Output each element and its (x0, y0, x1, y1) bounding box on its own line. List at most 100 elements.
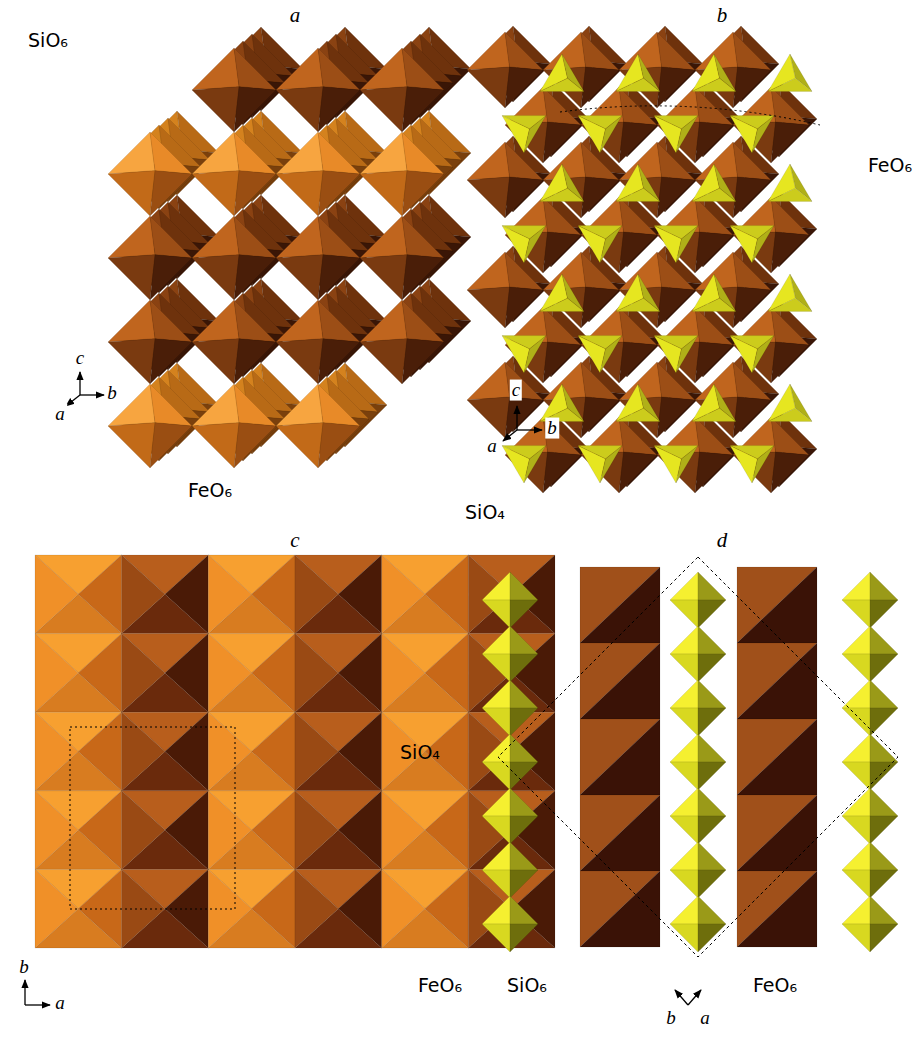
sio4-tetrahedron (482, 654, 510, 682)
sio4-tetrahedron (870, 626, 898, 654)
sio4-tetrahedron (698, 762, 726, 790)
sio4-tetrahedron (670, 788, 698, 816)
polyhedron-label: SiO₄ (465, 502, 505, 523)
feo6-octahedron (192, 300, 239, 342)
sio4-tetrahedron (870, 654, 898, 682)
sio4-tetrahedron (482, 762, 510, 790)
panel-letter: d (717, 529, 728, 552)
sio4-tetrahedron (870, 734, 898, 762)
feo6-octahedron (695, 87, 733, 125)
sio4-tetrahedron (870, 572, 898, 600)
unit-cell-outline (498, 557, 898, 957)
sio6-octahedron (108, 132, 155, 174)
sio4-tetrahedron (510, 924, 538, 952)
sio4-tetrahedron (670, 870, 698, 898)
feo6-octahedron (771, 197, 809, 235)
sio4-tetrahedron (698, 572, 726, 600)
polyhedron-label: SiO₆ (507, 975, 547, 996)
sio4-tetrahedron (768, 298, 812, 311)
sio6-octahedron (35, 634, 78, 713)
feo6-octahedron (580, 871, 660, 947)
panel-letter: b (717, 4, 728, 27)
sio6-octahedron (318, 132, 360, 174)
feo6-octahedron (580, 567, 660, 643)
feo6-octahedron (467, 397, 510, 438)
sio4-tetrahedron (870, 600, 898, 628)
feo6-octahedron (192, 255, 239, 300)
feo6-octahedron (318, 87, 360, 132)
feo6-octahedron (150, 339, 192, 384)
feo6-octahedron (318, 255, 360, 300)
feo6-octahedron (276, 300, 323, 342)
sio4-tetrahedron (670, 654, 698, 682)
feo6-octahedron (318, 300, 360, 342)
sio4-tetrahedron (698, 896, 726, 924)
sio4-tetrahedron (670, 842, 698, 870)
feo6-octahedron (150, 300, 192, 342)
sio4-tetrahedron (692, 78, 736, 91)
panel-d-structure (482, 557, 898, 957)
axis-label: b (664, 1008, 678, 1029)
feo6-octahedron (467, 362, 510, 400)
feo6-octahedron (737, 871, 817, 947)
sio4-tetrahedron (842, 788, 870, 816)
feo6-octahedron (402, 255, 444, 300)
feo6-octahedron (295, 712, 338, 791)
sio4-tetrahedron (654, 226, 698, 239)
feo6-octahedron (737, 567, 817, 643)
axis-arrow (503, 430, 517, 441)
feo6-octahedron (771, 232, 809, 273)
polyhedron-label: FeO₆ (868, 155, 912, 176)
feo6-octahedron (276, 339, 323, 384)
sio4-tetrahedron (482, 572, 510, 600)
sio4-tetrahedron (842, 734, 870, 762)
axis-arrow (80, 394, 104, 395)
sio6-octahedron (382, 634, 425, 713)
feo6-octahedron (276, 48, 323, 90)
sio4-tetrahedron (578, 226, 622, 239)
sio4-tetrahedron (698, 680, 726, 708)
panel-a-structure (108, 27, 471, 468)
sio4-tetrahedron (482, 816, 510, 844)
sio4-tetrahedron (698, 788, 726, 816)
sio4-tetrahedron (482, 896, 510, 924)
feo6-octahedron (505, 32, 543, 70)
feo6-octahedron (122, 712, 165, 791)
sio6-octahedron (276, 423, 323, 468)
sio6-octahedron (276, 132, 323, 174)
sio4-tetrahedron (578, 116, 622, 129)
sio4-tetrahedron (540, 188, 584, 201)
feo6-octahedron (619, 417, 657, 455)
sio6-octahedron (318, 171, 360, 216)
sio4-tetrahedron (692, 408, 736, 421)
sio6-octahedron (35, 791, 78, 870)
feo6-octahedron (402, 87, 444, 132)
sio6-octahedron (150, 423, 192, 468)
sio4-tetrahedron (482, 924, 510, 952)
feo6-octahedron (234, 255, 276, 300)
sio4-tetrahedron (870, 924, 898, 952)
sio6-octahedron (402, 171, 444, 216)
feo6-octahedron (150, 216, 192, 258)
feo6-octahedron (234, 339, 276, 384)
feo6-octahedron (737, 795, 817, 871)
feo6-octahedron (580, 871, 660, 947)
sio4-tetrahedron (578, 446, 622, 459)
feo6-octahedron (695, 452, 733, 493)
feo6-octahedron (192, 216, 239, 258)
feo6-octahedron (402, 48, 444, 90)
feo6-octahedron (234, 300, 276, 342)
feo6-octahedron (234, 48, 276, 90)
sio4-tetrahedron (510, 680, 538, 708)
sio4-tetrahedron (510, 708, 538, 736)
sio4-tetrahedron (482, 870, 510, 898)
feo6-octahedron (771, 122, 809, 163)
sio4-tetrahedron (698, 924, 726, 952)
axis-label: c (74, 348, 86, 369)
axis-label: b (17, 957, 31, 978)
feo6-octahedron (108, 300, 155, 342)
sio4-tetrahedron (768, 408, 812, 421)
sio4-tetrahedron (730, 446, 774, 459)
